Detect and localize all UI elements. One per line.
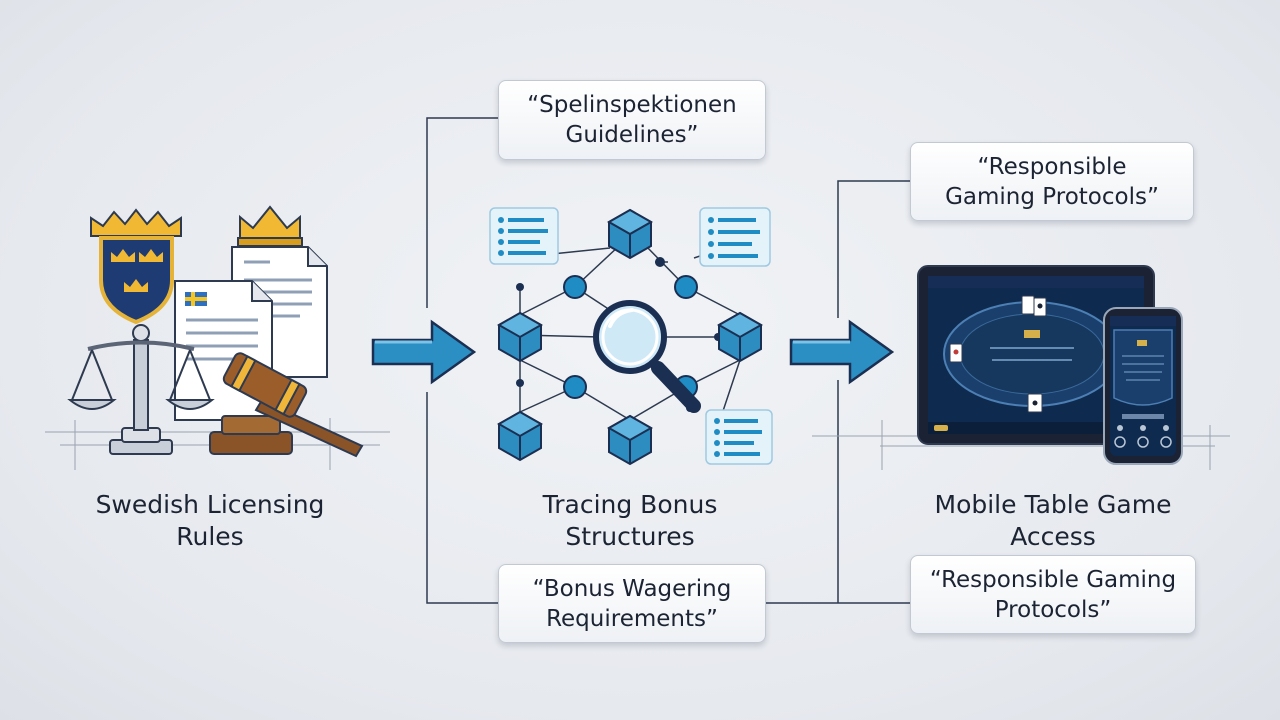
callout-spelinspektionen-guidelines: “Spelinspektionen Guidelines” bbox=[498, 80, 766, 160]
mobile-table-game-icon bbox=[812, 265, 1230, 470]
arrow-right-icon bbox=[789, 319, 895, 385]
callout-text: “Spelinspektionen Guidelines” bbox=[527, 92, 737, 148]
callout-text: “Bonus Wagering Requirements” bbox=[532, 575, 732, 632]
gavel-icon bbox=[209, 352, 364, 458]
stage-label-mobile-table-game: Mobile Table Game Access bbox=[934, 490, 1172, 551]
coat-of-arms-icon bbox=[90, 208, 182, 325]
crown-icon bbox=[237, 205, 303, 247]
scales-of-justice-icon bbox=[67, 324, 215, 455]
swedish-licensing-icon bbox=[45, 205, 390, 470]
callout-text: “Responsible Gaming Protocols” bbox=[929, 566, 1177, 623]
magnifying-glass-icon bbox=[593, 300, 701, 413]
bonus-network-icon bbox=[489, 207, 773, 466]
callout-text: “Responsible Gaming Protocols” bbox=[945, 153, 1159, 210]
stage-label-swedish-licensing: Swedish Licensing Rules bbox=[95, 490, 325, 551]
callout-bonus-wagering-requirements: “Bonus Wagering Requirements” bbox=[498, 564, 766, 643]
connector-bottom-left bbox=[426, 392, 498, 604]
connector-lines bbox=[426, 117, 910, 604]
swedish-flag-icon bbox=[185, 292, 207, 306]
arrow-right-icon bbox=[371, 319, 477, 385]
cube-icons bbox=[496, 208, 764, 466]
connector-top-left bbox=[426, 117, 498, 308]
callout-responsible-gaming-top: “Responsible Gaming Protocols” bbox=[910, 142, 1194, 221]
connector-top-right bbox=[837, 180, 910, 318]
smartphone-icon bbox=[1103, 307, 1183, 465]
stage-label-tracing-bonus: Tracing Bonus Structures bbox=[542, 490, 718, 551]
document-card-icons bbox=[489, 207, 773, 465]
tablet-icon bbox=[917, 265, 1155, 445]
callout-responsible-gaming-bottom: “Responsible Gaming Protocols” bbox=[910, 555, 1196, 634]
playing-card-icons bbox=[949, 295, 1047, 413]
